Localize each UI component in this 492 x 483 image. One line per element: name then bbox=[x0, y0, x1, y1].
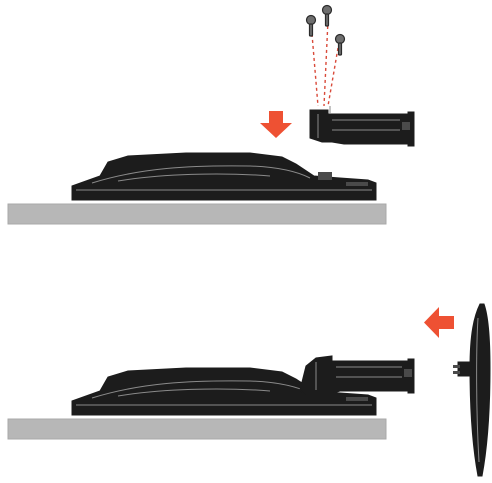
down-arrow-icon bbox=[260, 111, 292, 138]
screws bbox=[305, 4, 346, 56]
screw-icon bbox=[334, 33, 346, 56]
screw-icon bbox=[321, 4, 333, 27]
step-1-attach-neck bbox=[7, 4, 415, 225]
stand-neck-attached bbox=[299, 355, 415, 397]
stand-base bbox=[71, 367, 377, 416]
stand-neck bbox=[309, 106, 415, 147]
monitor-side-view bbox=[453, 303, 491, 477]
table-surface bbox=[7, 203, 387, 225]
step-2-attach-monitor bbox=[7, 303, 491, 477]
stand-base bbox=[71, 152, 377, 201]
table-surface bbox=[7, 418, 387, 440]
left-arrow-icon bbox=[424, 307, 454, 338]
screw-icon bbox=[305, 14, 317, 37]
screw-guide-lines bbox=[311, 19, 339, 107]
